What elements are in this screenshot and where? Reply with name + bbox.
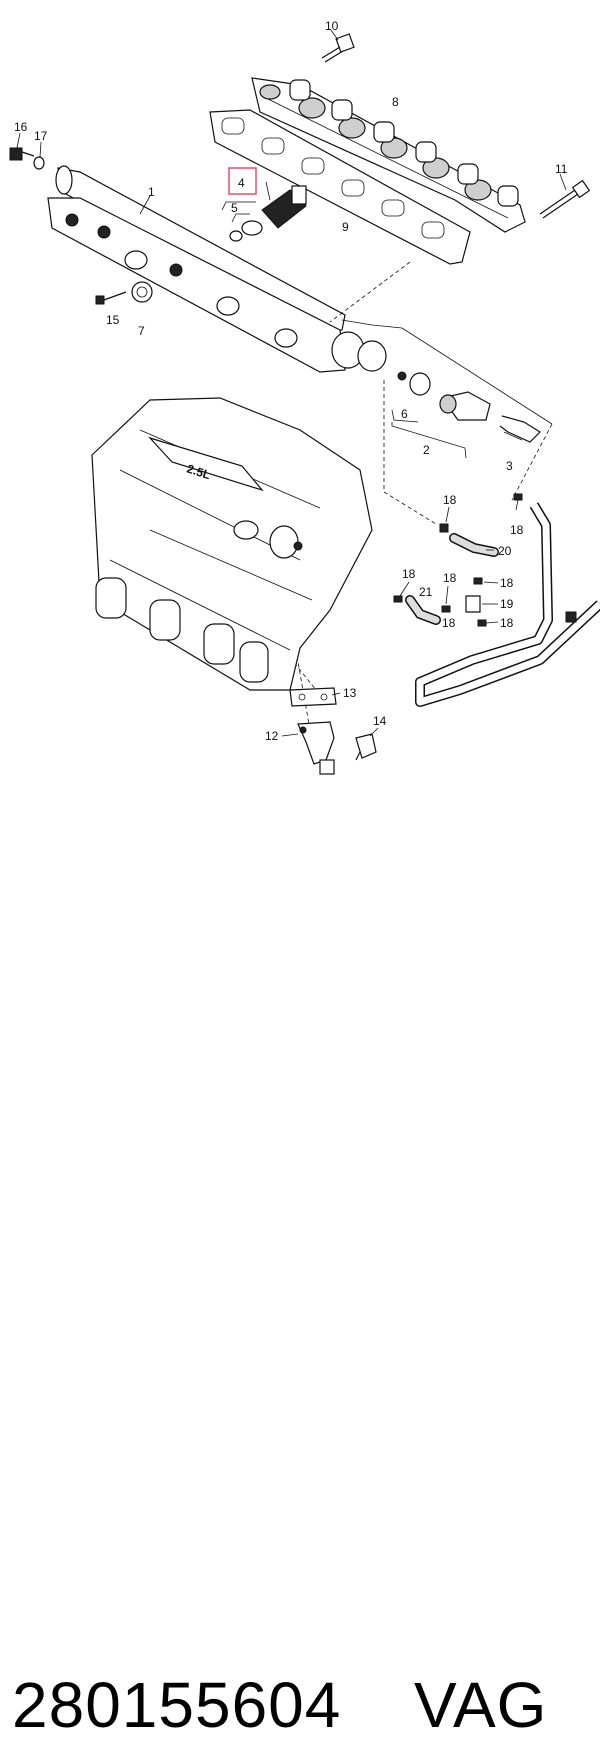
injector-4 <box>228 167 307 236</box>
washer-17 <box>33 141 45 170</box>
callout-11: 11 <box>555 162 568 176</box>
callout-10: 10 <box>325 19 339 33</box>
rail-base <box>47 197 346 373</box>
brand-name: VAG <box>414 1669 548 1741</box>
orings-5 <box>221 201 256 242</box>
regulator-2 <box>391 391 491 459</box>
clip-3 <box>499 415 541 443</box>
footer: 280155604 VAG <box>0 830 600 1741</box>
callout-7: 7 <box>138 324 145 338</box>
callout-20: 20 <box>498 544 512 558</box>
hose-kit <box>393 493 600 707</box>
manifold-strip-8 <box>251 77 526 233</box>
callout-21: 21 <box>419 585 433 599</box>
part-number: 280155604 <box>12 1669 342 1741</box>
bolt-15 <box>95 291 127 305</box>
gasket-9 <box>209 109 471 265</box>
lower-intake-manifold: 2.5L <box>91 397 373 691</box>
callout-1: 1 <box>148 185 155 199</box>
pressure-regulator <box>331 319 553 425</box>
callout-17: 17 <box>34 129 48 143</box>
callout-8: 8 <box>392 95 399 109</box>
callout-18-d: 18 <box>443 571 457 585</box>
callout-18-a: 18 <box>443 493 457 507</box>
callout-18-c: 18 <box>402 567 416 581</box>
callout-6: 6 <box>401 407 408 421</box>
callout-18-f: 18 <box>500 616 514 630</box>
bolt-16 <box>9 132 35 161</box>
bolt-11 <box>539 173 591 219</box>
callout-13: 13 <box>343 686 357 700</box>
callout-12: 12 <box>265 729 279 743</box>
exploded-parts-diagram: 2.5L <box>9 19 600 775</box>
callout-18-g: 18 <box>442 616 456 630</box>
callout-15: 15 <box>106 313 120 327</box>
callout-19: 19 <box>500 597 514 611</box>
callout-14: 14 <box>373 714 387 728</box>
callout-2: 2 <box>423 443 430 457</box>
bolt-10 <box>321 29 355 63</box>
oring-6 <box>391 371 431 423</box>
callout-labels: 1 2 3 4 5 6 7 8 9 10 11 12 13 14 15 16 1… <box>14 19 568 743</box>
fuel-rail-1 <box>55 165 346 333</box>
callout-4-highlight <box>228 167 257 195</box>
callout-18-b: 18 <box>510 523 524 537</box>
gasket-13 <box>289 687 337 707</box>
sensor-14 <box>355 733 377 761</box>
seal-7 <box>131 281 153 303</box>
callout-5: 5 <box>231 201 238 215</box>
label-leaders <box>281 499 519 737</box>
valve-12 <box>297 721 335 775</box>
callout-4: 4 <box>238 176 245 190</box>
callout-9: 9 <box>342 220 349 234</box>
callout-16: 16 <box>14 120 28 134</box>
callout-18-e: 18 <box>500 576 514 590</box>
callout-3: 3 <box>506 459 513 473</box>
